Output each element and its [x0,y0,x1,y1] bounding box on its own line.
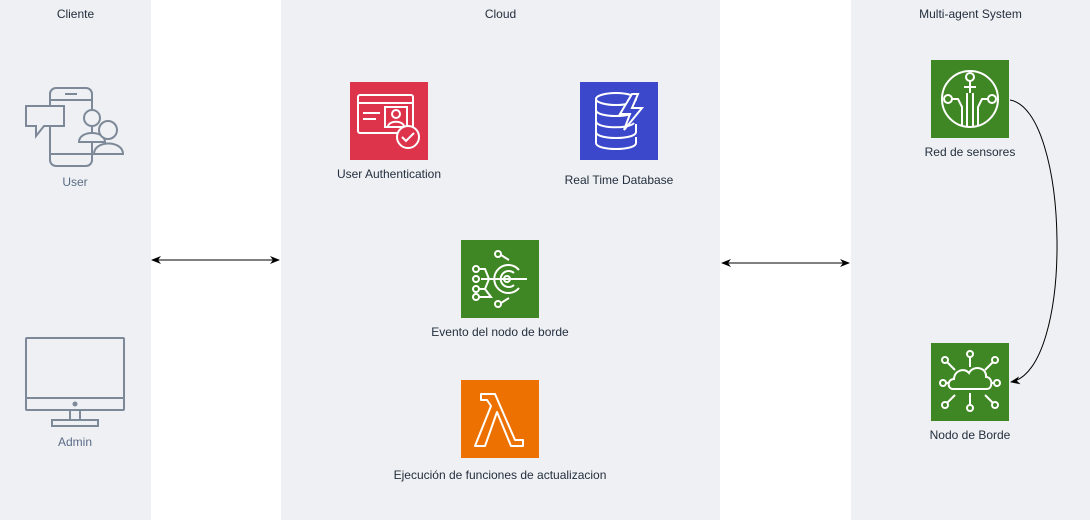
edge-node-label: Nodo de Borde [929,428,1011,442]
iot-event-icon [461,240,539,318]
sensor-network-icon [931,60,1009,138]
mas-panel: Multi-agent System [851,0,1090,520]
edge-node-node[interactable] [931,343,1009,421]
lambda-node[interactable] [461,380,539,458]
desktop-monitor-icon [25,337,125,427]
lambda-label: Ejecución de funciones de actualizacion [393,468,607,482]
user-label: User [62,175,88,189]
cloud-panel-title: Cloud [484,7,517,21]
id-card-check-icon [350,82,428,160]
user-authentication-node[interactable] [350,82,428,160]
mobile-user-icon [25,87,125,167]
admin-node[interactable] [24,336,126,428]
admin-label: Admin [57,435,93,449]
user-node[interactable] [24,86,126,170]
edge-event-label: Evento del nodo de borde [431,325,569,339]
client-panel: Cliente [0,0,151,520]
client-panel-title: Cliente [56,7,95,21]
sensor-network-node[interactable] [931,60,1009,138]
database-lightning-icon [580,82,658,160]
cloud-edge-node-icon [931,343,1009,421]
sensor-network-label: Red de sensores [924,145,1016,159]
edge-event-node[interactable] [461,240,539,318]
sensors-to-edge-node-connector [1009,99,1058,385]
real-time-database-node[interactable] [580,82,658,160]
real-time-database-label: Real Time Database [564,173,674,187]
mas-panel-title: Multi-agent System [919,7,1022,21]
user-authentication-label: User Authentication [336,167,442,181]
lambda-icon [461,380,539,458]
